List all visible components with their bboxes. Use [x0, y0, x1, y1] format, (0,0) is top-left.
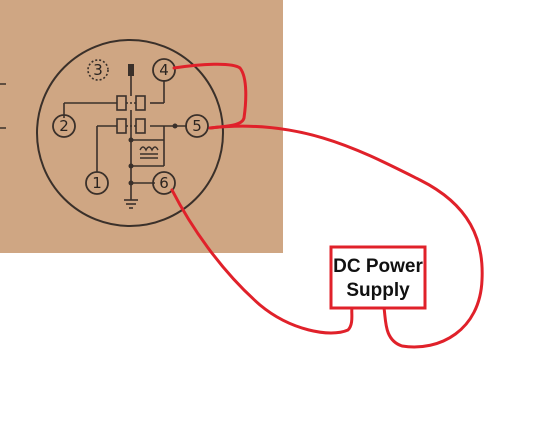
pin-4-label: 4 [159, 61, 169, 79]
junction-dots [128, 123, 178, 186]
wire-5-to-supply [208, 124, 484, 349]
ground-icon [124, 199, 138, 209]
power-supply-line1: DC Power [333, 256, 423, 277]
dc-power-supply: DC Power Supply [329, 245, 427, 310]
pin-6: 6 [152, 171, 176, 195]
wire-6-to-supply [170, 188, 354, 335]
power-supply-line2: Supply [346, 280, 410, 301]
red-wires [170, 62, 484, 349]
pin-6-label: 6 [159, 174, 169, 192]
pin-5-label: 5 [192, 117, 202, 135]
pin-3-label: 3 [93, 61, 103, 79]
pin-3: 3 [87, 59, 109, 81]
filament-icon [139, 146, 159, 159]
pin-5: 5 [185, 114, 209, 138]
pin-4: 4 [152, 58, 176, 82]
pin-2: 2 [52, 114, 76, 138]
pin-1-label: 1 [92, 174, 102, 192]
pin-1: 1 [85, 171, 109, 195]
pin-2-label: 2 [59, 117, 69, 135]
socket-outline [36, 39, 224, 227]
top-element [128, 64, 134, 76]
margin-ticks [0, 83, 6, 129]
switch-contacts-icon [116, 95, 146, 134]
